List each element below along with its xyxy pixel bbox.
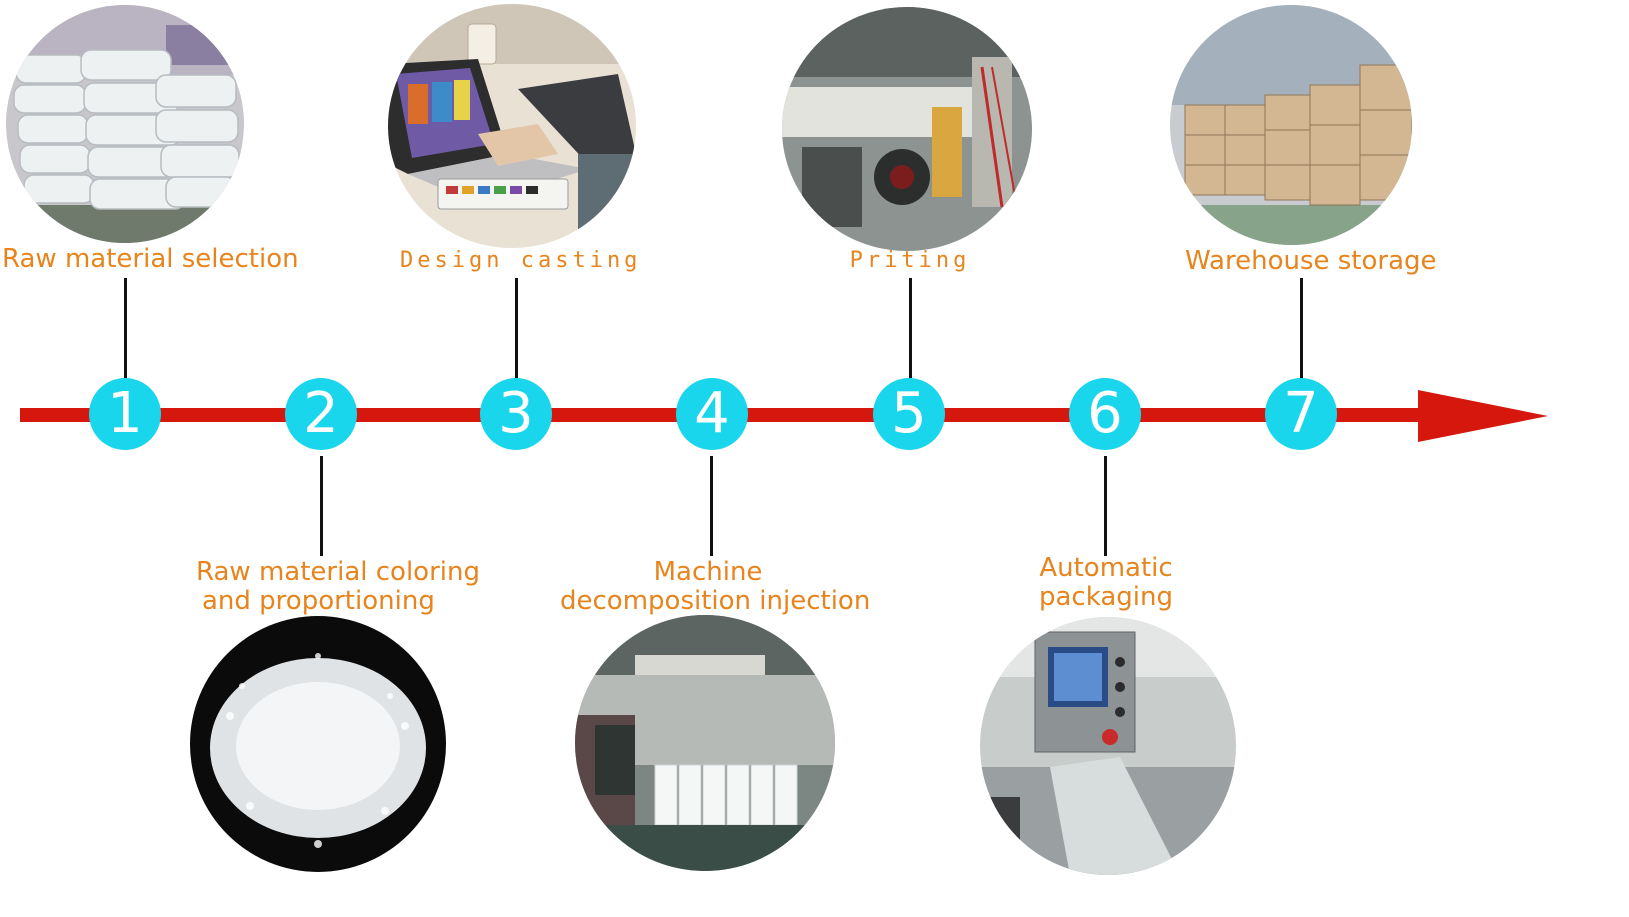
step-2-label-line1: Raw material coloring — [196, 557, 480, 587]
step-4-label: Machine decomposition injection — [560, 557, 871, 616]
step-7-marker: 7 — [1265, 378, 1337, 450]
connector-step-4 — [710, 456, 713, 556]
connector-step-3 — [515, 278, 518, 378]
step-5-marker: 5 — [873, 378, 945, 450]
photo-warehouse-boxes — [1170, 5, 1412, 245]
connector-step-2 — [320, 456, 323, 556]
step-6-label-line2: packaging — [1039, 582, 1173, 612]
photo-plastic-pellets — [190, 616, 446, 872]
photo-printing-machine — [782, 7, 1032, 251]
step-2-marker: 2 — [285, 378, 357, 450]
photo-raw-material-bags — [6, 5, 244, 243]
step-6-label: Automatic packaging — [1026, 554, 1186, 612]
connector-step-6 — [1104, 456, 1107, 556]
photo-injection-machine — [575, 615, 835, 871]
step-5-label: Priting — [849, 248, 971, 273]
step-6-marker: 6 — [1069, 378, 1141, 450]
step-1-marker: 1 — [89, 378, 161, 450]
step-4-label-line2: decomposition injection — [560, 586, 871, 616]
photo-packaging-machine — [980, 617, 1236, 875]
step-7-label: Warehouse storage — [1185, 246, 1437, 276]
step-2-label: Raw material coloring and proportioning — [196, 557, 480, 616]
connector-step-1 — [124, 278, 127, 378]
step-3-marker: 3 — [480, 378, 552, 450]
connector-step-7 — [1300, 278, 1303, 378]
step-6-label-line1: Automatic — [1039, 553, 1173, 583]
step-3-label: Design casting — [400, 248, 642, 273]
step-4-label-line1: Machine — [653, 557, 763, 587]
step-1-label: Raw material selection — [2, 244, 299, 274]
photo-design-laptop — [388, 4, 636, 248]
step-2-label-line2: and proportioning — [202, 586, 435, 616]
connector-step-5 — [909, 278, 912, 378]
step-4-marker: 4 — [676, 378, 748, 450]
timeline-arrow-head — [1418, 390, 1548, 442]
